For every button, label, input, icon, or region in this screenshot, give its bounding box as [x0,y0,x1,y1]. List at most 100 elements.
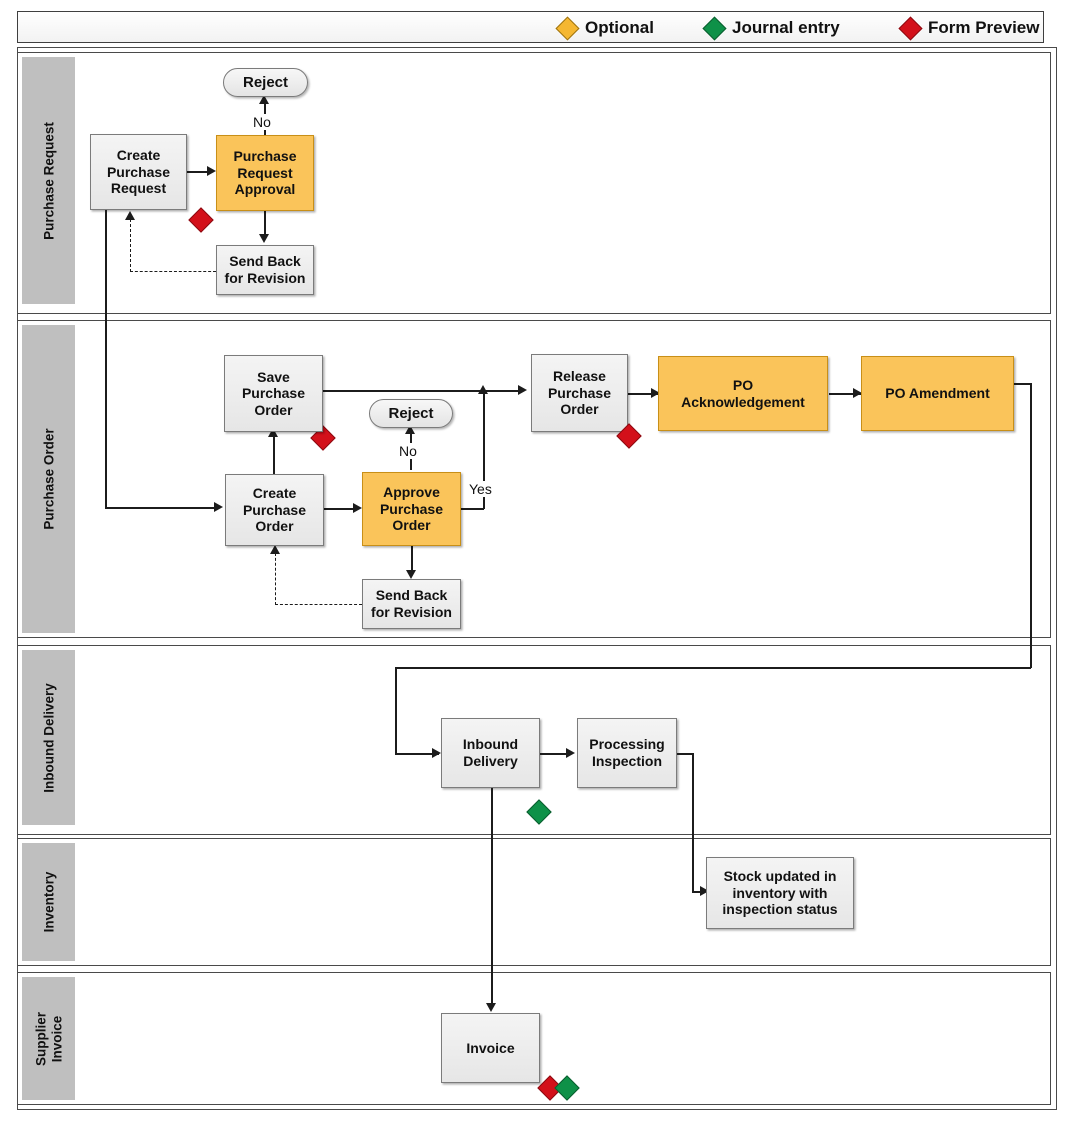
arrowhead-to-inbound-delivery [432,748,441,758]
lane-header-inventory: Inventory [22,843,75,961]
lane-label-inbound-delivery: Inbound Delivery [41,682,56,793]
node-stock-updated-in-inventory[interactable]: Stock updated in inventory with inspecti… [706,857,854,929]
edge-release-po-to-ack [628,393,658,395]
edge-create-po-to-approve-po [324,508,356,510]
node-create-purchase-order[interactable]: Create Purchase Order [225,474,324,546]
node-label-inbound-delivery: Inbound Delivery [462,736,519,769]
node-send-back-for-revision-po[interactable]: Send Back for Revision [362,579,461,629]
edge-create-pr-to-approval [187,171,209,173]
arrowhead-approval-to-reject [259,95,269,104]
edge-inspection-to-stock [692,891,705,893]
edge-inbound-to-invoice [491,788,493,1007]
lane-header-supplier-invoice: Supplier Invoice [22,977,75,1100]
legend-item-optional: Optional [555,15,654,41]
arrowhead-sendback-to-create-po [270,545,280,554]
edge-sendback-po-dashed-h [275,604,362,605]
legend-label-optional: Optional [585,18,654,37]
node-label-send-back-po: Send Back for Revision [371,587,452,620]
node-label-reject-pr: Reject [242,74,289,91]
node-label-create-purchase-request: Create Purchase Request [106,147,171,197]
legend-item-form-preview: Form Preview [898,15,1040,41]
form-preview-diamond-icon [898,15,923,41]
node-release-purchase-order[interactable]: Release Purchase Order [531,354,628,432]
node-processing-inspection[interactable]: Processing Inspection [577,718,677,788]
edge-label-yes-po: Yes [468,481,493,497]
legend-bar: Optional Journal entry Form Preview [17,11,1044,43]
node-label-invoice: Invoice [466,1039,515,1056]
node-label-po-acknowledgement: PO Acknowledgement [681,376,805,410]
legend-label-journal-entry: Journal entry [732,18,840,37]
node-approve-purchase-order[interactable]: Approve Purchase Order [362,472,461,546]
edge-amendment-right [1014,383,1031,385]
edge-create-po-to-save-po [273,434,275,474]
node-label-stock-updated: Stock updated in inventory with inspecti… [722,868,838,918]
arrowhead-create-po-to-save-po [268,428,278,437]
lane-label-purchase-order: Purchase Order [41,428,56,530]
node-reject-purchase-order[interactable]: Reject [369,399,453,428]
node-create-purchase-request[interactable]: Create Purchase Request [90,134,187,210]
node-save-purchase-order[interactable]: Save Purchase Order [224,355,323,432]
arrowhead-approve-po-to-reject [405,425,415,434]
node-label-save-purchase-order: Save Purchase Order [241,368,306,418]
arrowhead-inbound-to-inspection [566,748,575,758]
edge-inbound-feed-down [395,667,397,754]
legend-label-form-preview: Form Preview [928,18,1040,37]
edge-create-pr-down [105,210,107,508]
lane-label-inventory: Inventory [41,871,56,933]
edge-inbound-feed-right [395,753,439,755]
arrowhead-release-po-to-ack [651,388,660,398]
arrowhead-create-pr-to-approval [207,166,216,176]
node-label-po-amendment: PO Amendment [885,385,990,402]
lane-purchase-request [17,52,1051,314]
edge-approval-to-sendback [264,211,266,238]
arrowhead-inbound-to-invoice [486,1003,496,1012]
node-reject-purchase-request[interactable]: Reject [223,68,308,97]
legend-item-journal-entry: Journal entry [702,15,840,41]
edge-inspection-down [692,753,694,892]
edge-sendback-po-dashed-v [275,553,276,605]
edge-ack-to-amendment [829,393,861,395]
node-label-send-back-pr: Send Back for Revision [224,253,306,286]
edge-approve-po-to-sendback [411,546,413,574]
edge-create-pr-to-create-po [105,507,217,509]
arrowhead-save-po-to-release-po [518,385,527,395]
node-label-release-purchase-order: Release Purchase Order [547,368,612,418]
node-inbound-delivery[interactable]: Inbound Delivery [441,718,540,788]
journal-entry-diamond-icon [702,15,727,41]
node-po-acknowledgement[interactable]: PO Acknowledgement [658,356,828,431]
node-label-approve-purchase-order: Approve Purchase Order [379,484,444,534]
edge-label-no-pr: No [252,114,272,130]
lane-label-purchase-request: Purchase Request [41,121,56,240]
edge-yes-branch-v [483,392,485,509]
node-label-reject-po: Reject [388,405,434,422]
node-send-back-for-revision-pr[interactable]: Send Back for Revision [216,245,314,295]
arrowhead-yes-branch [478,385,488,394]
node-po-amendment[interactable]: PO Amendment [861,356,1014,431]
arrowhead-sendback-to-create-pr [125,211,135,220]
edge-sendback-dashed-h [130,271,216,272]
lane-header-purchase-request: Purchase Request [22,57,75,304]
edge-inspection-right [677,753,693,755]
edge-save-po-to-release-po [323,390,520,392]
optional-diamond-icon [555,15,580,41]
lane-header-inbound-delivery: Inbound Delivery [22,650,75,825]
node-label-create-purchase-order: Create Purchase Order [242,485,307,535]
node-invoice[interactable]: Invoice [441,1013,540,1083]
lane-label-supplier-invoice: Supplier Invoice [32,1011,64,1066]
arrowhead-to-stock-updated [700,886,709,896]
edge-inbound-to-inspection [540,753,570,755]
arrowhead-approve-po-to-sendback [406,570,416,579]
edge-amendment-down [1030,383,1032,668]
node-purchase-request-approval[interactable]: Purchase Request Approval [216,135,314,211]
arrowhead-create-po-to-approve-po [353,503,362,513]
edge-amendment-to-inbound-h [395,667,1031,669]
node-label-purchase-request-approval: Purchase Request Approval [233,148,297,198]
arrowhead-approval-to-sendback [259,234,269,243]
edge-label-no-po: No [398,443,418,459]
edge-yes-branch-h [461,508,484,510]
arrowhead-ack-to-amendment [853,388,862,398]
lane-header-purchase-order: Purchase Order [22,325,75,633]
arrowhead-to-create-purchase-order [214,502,223,512]
edge-sendback-dashed-v [130,219,131,272]
